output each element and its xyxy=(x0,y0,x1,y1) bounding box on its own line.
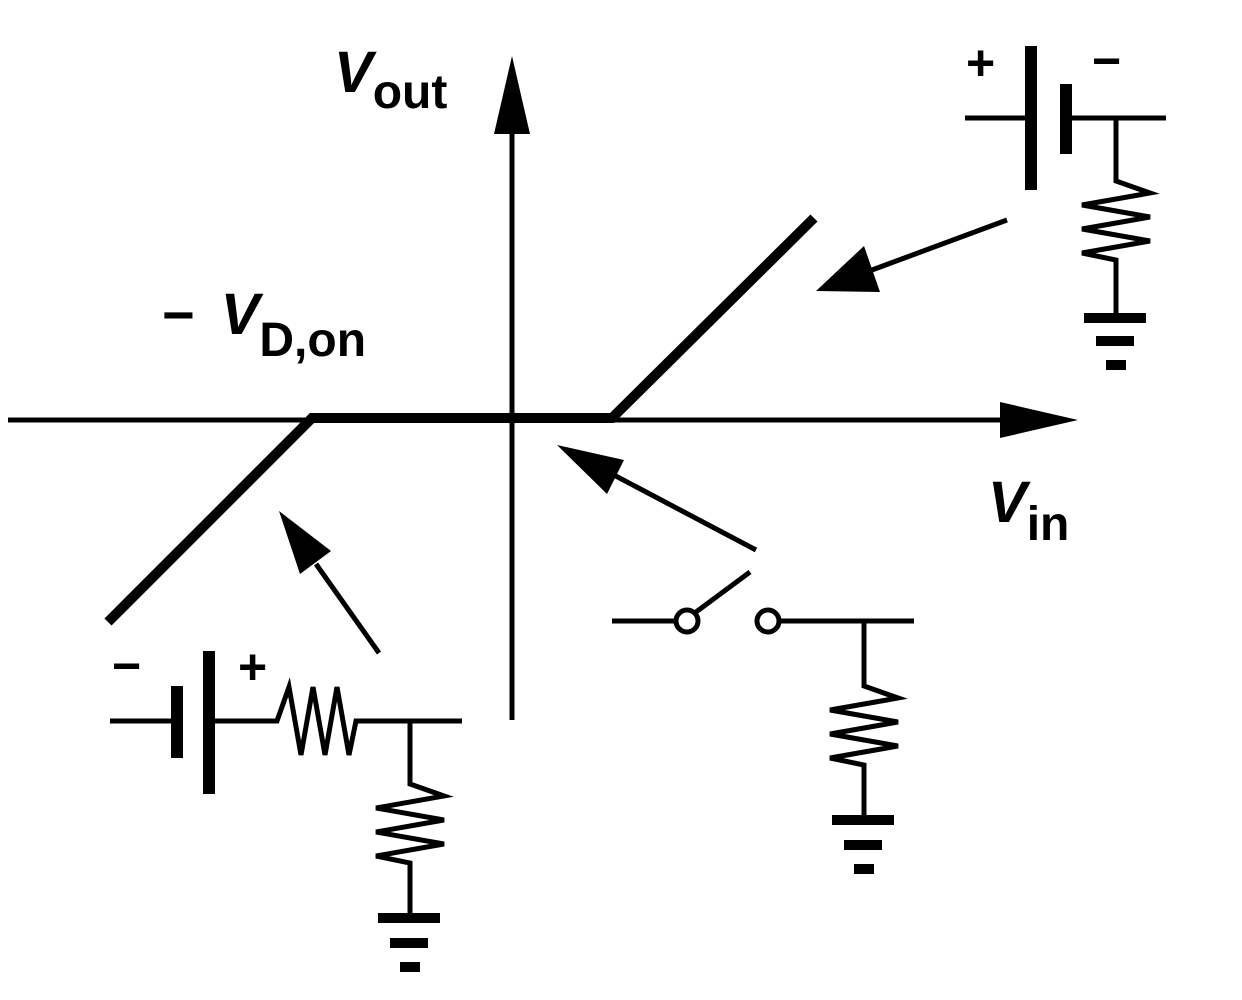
ground-icon-bar-1 xyxy=(832,815,894,825)
switch-resistor-zigzag xyxy=(829,621,908,818)
pointer-arrows xyxy=(279,217,1008,655)
vin-axis-arrowhead xyxy=(1000,402,1078,438)
ground-icon-bar-3 xyxy=(854,864,874,874)
ground-icon-bar-2 xyxy=(1096,336,1134,346)
resistor-zigzag xyxy=(1081,118,1160,316)
shunt-resistor-zigzag xyxy=(375,721,454,916)
bottom-left-pointer-line xyxy=(313,562,382,655)
bottom-battery-minus: − xyxy=(112,638,141,694)
switch-left-contact xyxy=(673,607,701,635)
vd-on-label: −VD,on xyxy=(162,282,366,367)
ground-icon-bar-3 xyxy=(1106,360,1126,370)
bottom-left-pointer-arrowhead xyxy=(279,511,331,574)
vout-axis-arrowhead xyxy=(494,56,530,134)
bottom-battery-plus: + xyxy=(238,639,267,695)
series-resistor-zigzag xyxy=(209,677,462,756)
axes xyxy=(8,56,1078,720)
vin-label: Vin xyxy=(988,470,1069,551)
top-right-pointer-arrowhead xyxy=(816,246,880,292)
top-right-pointer-line xyxy=(871,217,1008,273)
transfer-curve xyxy=(104,214,818,626)
center-pointer-arrowhead xyxy=(557,445,624,494)
ground-icon-bar-3 xyxy=(400,962,420,972)
ground-icon-bar-2 xyxy=(390,938,428,948)
switch-blade xyxy=(694,569,752,615)
center-pointer-line xyxy=(610,471,758,553)
vout-label: Vout xyxy=(334,40,447,119)
top-battery-minus: − xyxy=(1092,33,1121,89)
ground-icon-bar-1 xyxy=(378,913,440,923)
top-battery-plus: + xyxy=(966,35,995,91)
switch-right-contact xyxy=(754,607,782,635)
switch-circuit xyxy=(612,569,914,874)
top-right-circuit xyxy=(965,46,1166,370)
bottom-left-circuit xyxy=(110,651,462,972)
ground-icon-bar-2 xyxy=(844,840,882,850)
ground-icon-bar-1 xyxy=(1084,313,1146,323)
